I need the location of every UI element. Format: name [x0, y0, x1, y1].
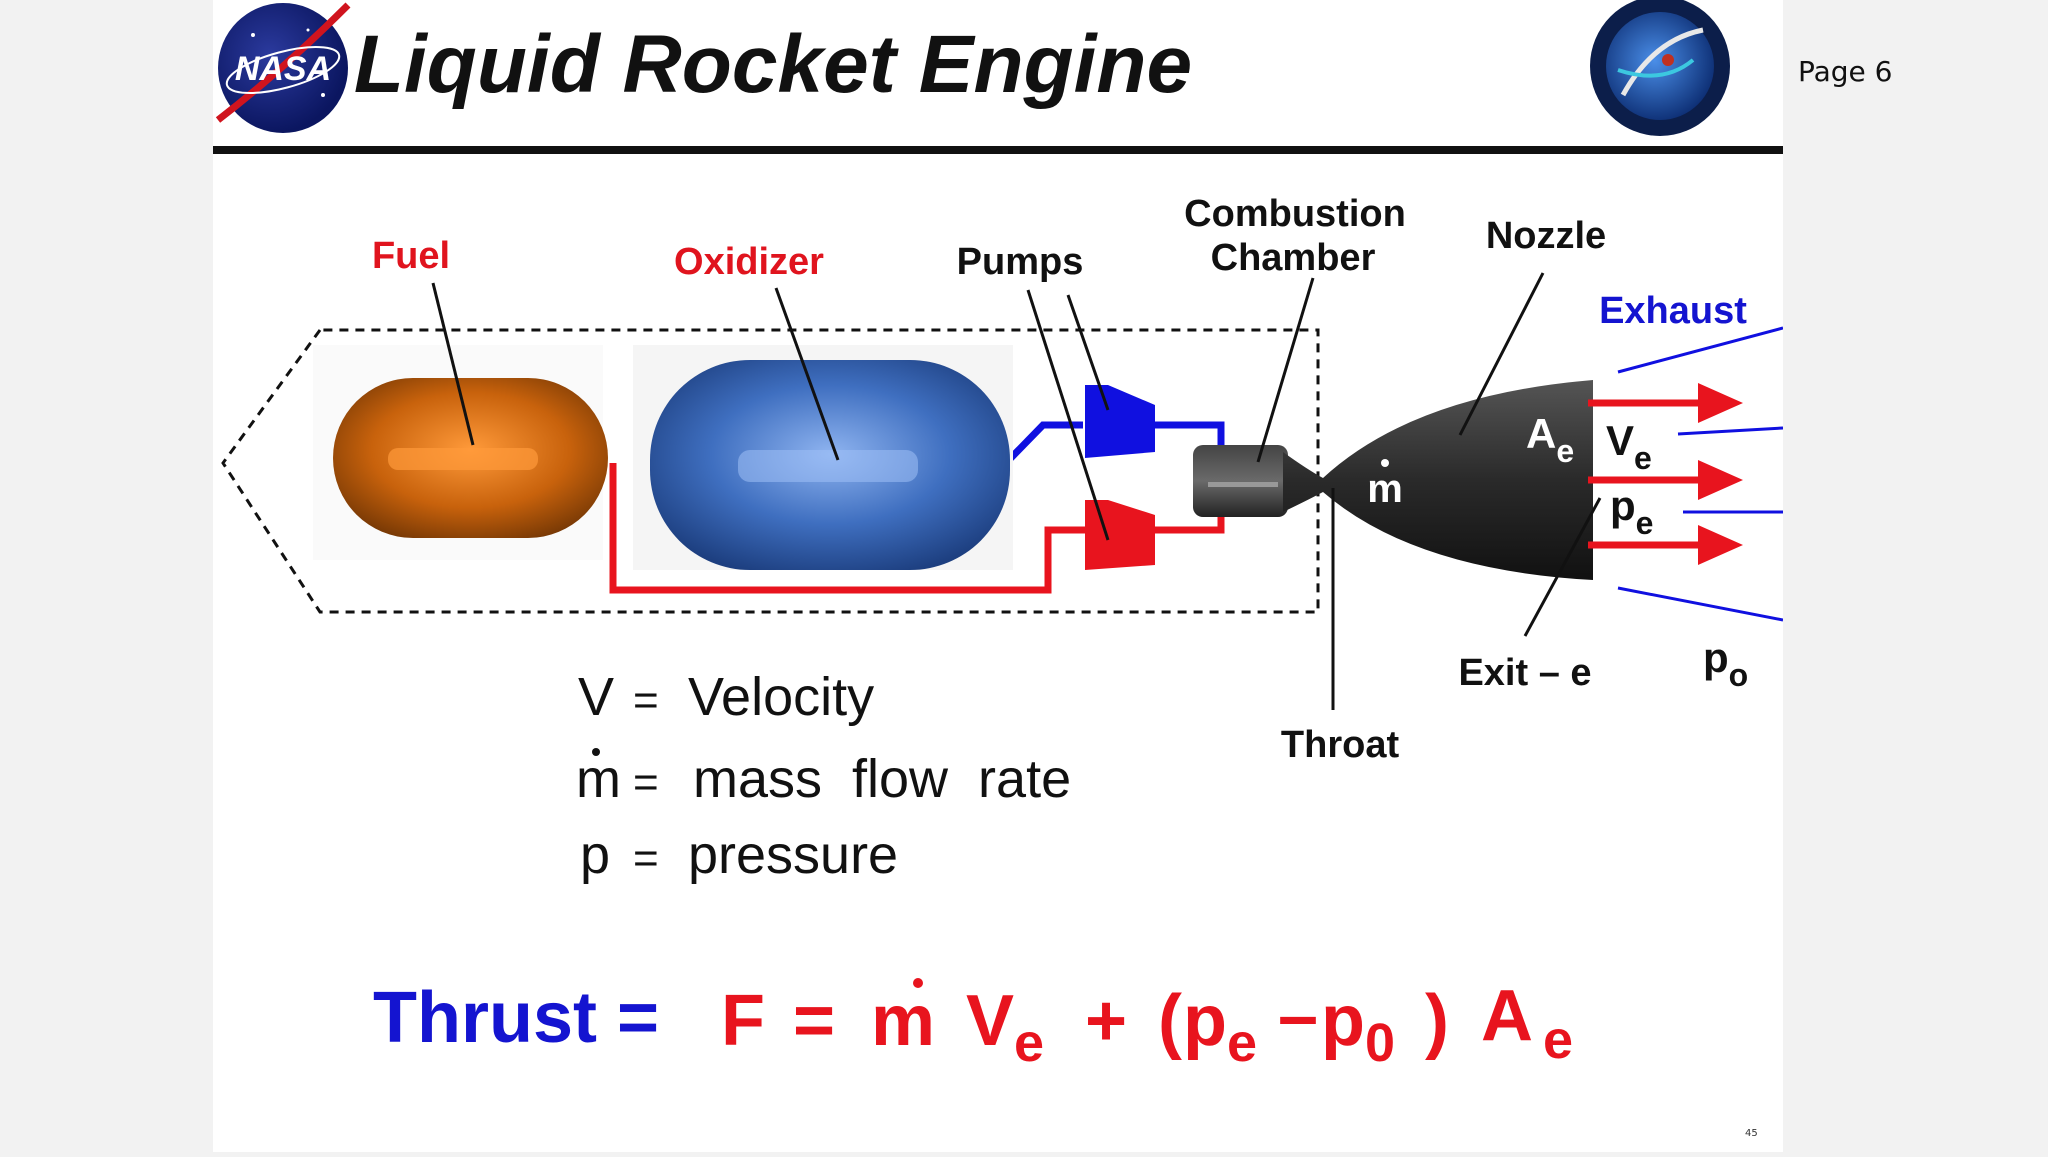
equation-eq: =	[793, 981, 835, 1061]
diagram-canvas: NASA Liquid Rocket Engine	[213, 0, 1784, 1073]
legend-text-velocity: Velocity	[688, 667, 874, 727]
nozzle	[1283, 380, 1593, 580]
exhaust-plume-lines	[1617, 326, 1784, 622]
legend: V = Velocity m = mass flow rate p = pres…	[576, 667, 1071, 885]
ve-label: Ve	[1606, 417, 1652, 476]
equation-pe: pe	[1183, 981, 1257, 1073]
combustion-chamber	[1193, 445, 1288, 517]
legend-text-mass-flow: mass flow rate	[693, 749, 1071, 809]
leader-lines	[431, 272, 1602, 710]
exhaust-arrows	[1588, 383, 1743, 565]
mdot-dot	[1381, 459, 1389, 467]
equation-p0: p0	[1321, 981, 1395, 1073]
header-rule	[213, 146, 1783, 154]
legend-eq-mdot: =	[633, 758, 659, 807]
exhaust-label: Exhaust	[1599, 290, 1747, 332]
exit-label: Exit – e	[1458, 652, 1591, 694]
nozzle-label: Nozzle	[1486, 215, 1606, 257]
equation-f: F	[721, 981, 765, 1061]
fuel-label: Fuel	[372, 235, 450, 277]
legend-symbol-p: p	[580, 825, 610, 885]
oxidizer-label: Oxidizer	[674, 241, 824, 283]
svg-text:NASA: NASA	[235, 50, 331, 88]
page-title: Liquid Rocket Engine	[354, 19, 1192, 110]
pe-label: pe	[1610, 482, 1653, 541]
page-number-label: Page 6	[1798, 55, 1893, 88]
slide: NASA Liquid Rocket Engine	[213, 0, 1784, 1152]
exploration-logo-icon	[1590, 0, 1730, 136]
combustion-label-line1: Combustion	[1184, 193, 1406, 235]
slide-number: 45	[1745, 1128, 1758, 1139]
ae-label: Ae	[1526, 410, 1574, 469]
oxidizer-pump	[1085, 385, 1155, 458]
pumps-label: Pumps	[957, 241, 1084, 283]
legend-eq-p: =	[633, 834, 659, 883]
combustion-label-line2: Chamber	[1211, 237, 1376, 279]
po-label: po	[1703, 634, 1748, 693]
equation-close-paren: )	[1425, 981, 1449, 1061]
fuel-pipe	[609, 463, 1088, 594]
legend-symbol-v: V	[578, 667, 614, 727]
equation-minus: –	[1278, 976, 1318, 1056]
equation-ve: Ve	[966, 981, 1044, 1073]
equation-open-paren: (	[1158, 981, 1182, 1061]
legend-eq-v: =	[633, 676, 659, 725]
fuel-pump	[1085, 500, 1155, 570]
nasa-logo-icon: NASA	[215, 2, 351, 133]
thrust-prefix: Thrust =	[373, 978, 659, 1058]
nozzle-mdot-label: m	[1367, 467, 1403, 511]
throat-label: Throat	[1281, 724, 1400, 766]
equation-mdot: m	[871, 981, 935, 1061]
equation-plus: +	[1085, 981, 1127, 1061]
legend-text-pressure: pressure	[688, 825, 898, 885]
legend-symbol-mdot: m	[576, 749, 621, 809]
